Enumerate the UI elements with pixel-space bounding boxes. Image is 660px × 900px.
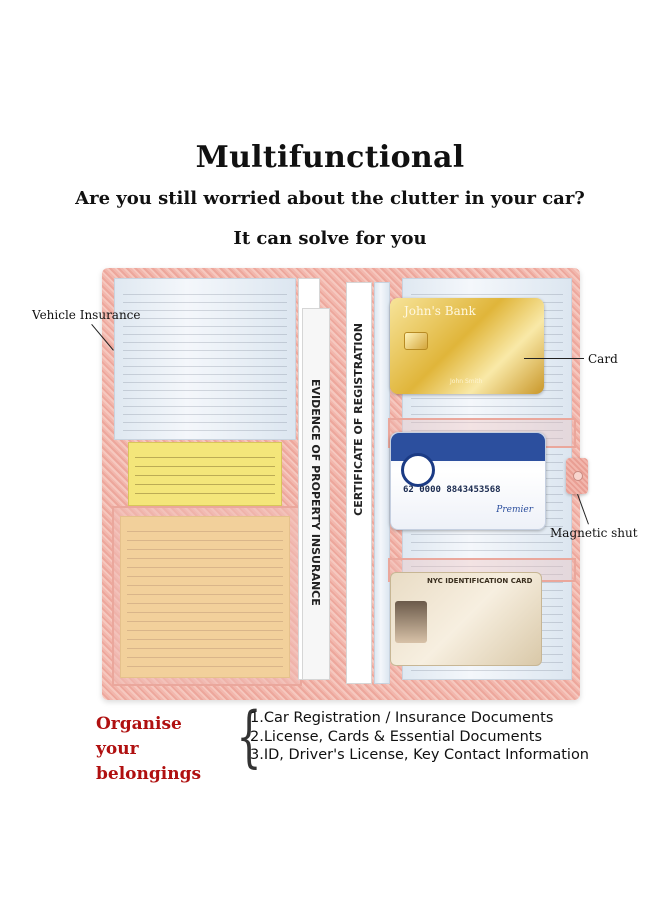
evidence-text: EVIDENCE OF PROPERTY INSURANCE <box>309 379 322 606</box>
organise-heading-line1: Organise your <box>96 714 182 759</box>
card-label: Card <box>588 352 618 366</box>
premier-label: Premier <box>496 505 533 515</box>
certificate-strip: CERTIFICATE OF REGISTRATION <box>346 282 372 684</box>
brace-icon: { <box>236 698 262 775</box>
organise-heading-line2: belongings <box>96 764 202 784</box>
certificate-text: CERTIFICATE OF REGISTRATION <box>352 323 365 516</box>
evidence-strip: EVIDENCE OF PROPERTY INSURANCE <box>302 308 330 680</box>
left-lower-pocket <box>112 506 302 686</box>
bank-card: John's Bank John Smith <box>390 298 544 394</box>
list-item: 1.Car Registration / Insurance Documents <box>250 710 554 726</box>
membership-number: 62 0000 8843453568 <box>403 485 501 495</box>
tagline: It can solve for you <box>233 228 427 249</box>
magnetic-shut-label: Magnetic shut <box>550 526 638 540</box>
subtitle: Are you still worried about the clutter … <box>75 188 585 209</box>
organise-list: 1.Car Registration / Insurance Documents… <box>250 709 589 765</box>
aaa-logo-icon <box>401 453 435 487</box>
membership-card: 62 0000 8843453568 Premier <box>390 432 546 530</box>
id-card-title: NYC IDENTIFICATION CARD <box>427 577 533 585</box>
magnetic-clasp <box>566 458 588 494</box>
chip-icon <box>404 332 428 350</box>
id-photo <box>395 601 427 643</box>
vehicle-insurance-label: Vehicle Insurance <box>32 308 141 322</box>
id-card: NYC IDENTIFICATION CARD <box>390 572 542 666</box>
insurance-document <box>114 278 296 440</box>
bank-card-name: John's Bank <box>404 304 476 318</box>
page-title: Multifunctional <box>195 140 465 175</box>
magnet-icon <box>573 471 583 481</box>
bank-card-holder: John Smith <box>450 378 483 385</box>
list-item: 2.License, Cards & Essential Documents <box>250 728 543 745</box>
list-item: 3.ID, Driver's License, Key Contact Info… <box>250 747 590 763</box>
organise-heading: Organise your belongings <box>96 712 226 787</box>
yellow-registration-form <box>128 442 282 506</box>
card-leader <box>524 358 584 359</box>
registration-document-strip <box>374 282 390 684</box>
